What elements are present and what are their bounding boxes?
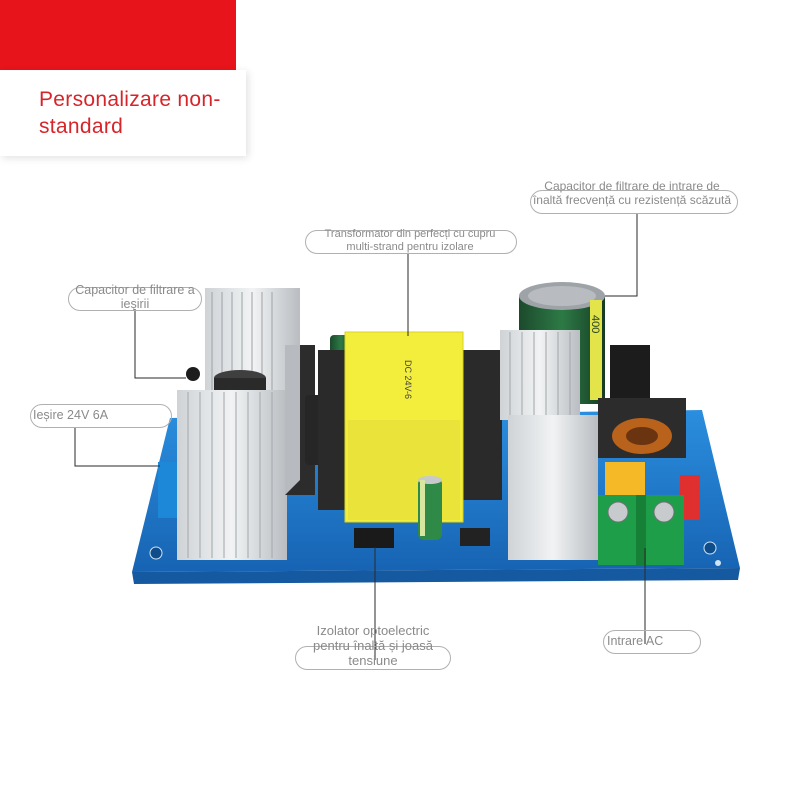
callout-pill-optocoupler <box>295 646 451 670</box>
callout-transformer: Transformator din perfecți cu cupru mult… <box>324 228 496 253</box>
callout-lines <box>74 213 646 660</box>
right-heatsink <box>500 330 598 560</box>
input-capacitor-marking: 400 <box>589 315 601 333</box>
promo-badge <box>0 70 246 156</box>
optocoupler-chip <box>354 528 490 548</box>
promo-badge-text: Personalizare non-standard <box>39 88 221 138</box>
callout-input-capacitor: Capacitor de filtrare de intrare de înal… <box>532 179 732 207</box>
callout-optocoupler: Izolator optoelectric pentru înaltă și j… <box>313 623 433 668</box>
callout-pill-ac-input <box>603 630 701 654</box>
ac-input-terminal <box>598 462 700 565</box>
red-corner-band <box>0 0 236 70</box>
callout-pill-transformer <box>305 230 517 254</box>
common-mode-choke <box>598 398 686 458</box>
transformer: DC 24V-6 <box>318 331 502 523</box>
callout-pill-input-capacitor <box>530 190 738 214</box>
callout-pill-output-capacitor <box>68 287 202 311</box>
bridge-rectifier <box>610 345 650 405</box>
callout-output-capacitor: Capacitor de filtrare a ieșirii <box>75 283 195 311</box>
callout-pill-output-spec <box>30 404 172 428</box>
left-heatsink <box>177 288 315 560</box>
transformer-marking: DC 24V-6 <box>403 360 413 399</box>
callout-output-spec: Ieșire 24V 6A <box>33 408 109 422</box>
small-capacitor <box>418 476 442 540</box>
callout-ac-input: Intrare AC <box>607 634 664 648</box>
